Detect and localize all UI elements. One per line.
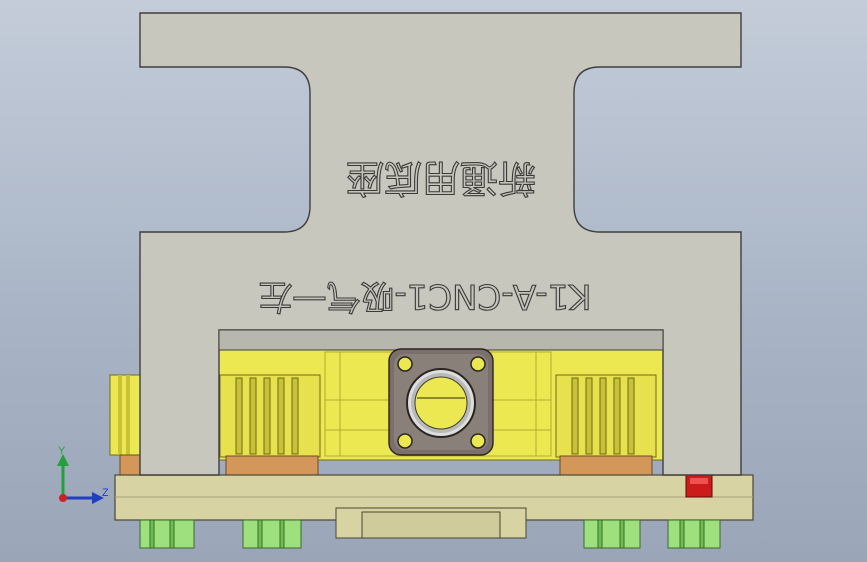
y-axis-label: Y [58, 445, 66, 457]
engraving-line-2: K1-A-CNC1-吸气一左 [258, 276, 591, 316]
green-feet [139, 519, 721, 549]
base-plate [114, 474, 754, 539]
z-axis-label: Z [102, 487, 108, 499]
engraving-line-1: 新通用底座 [346, 156, 536, 200]
axis-triad: Y Z [57, 445, 108, 504]
flange-port [388, 348, 494, 456]
grey-h-plate [139, 12, 742, 476]
x-axis-icon [59, 494, 67, 502]
